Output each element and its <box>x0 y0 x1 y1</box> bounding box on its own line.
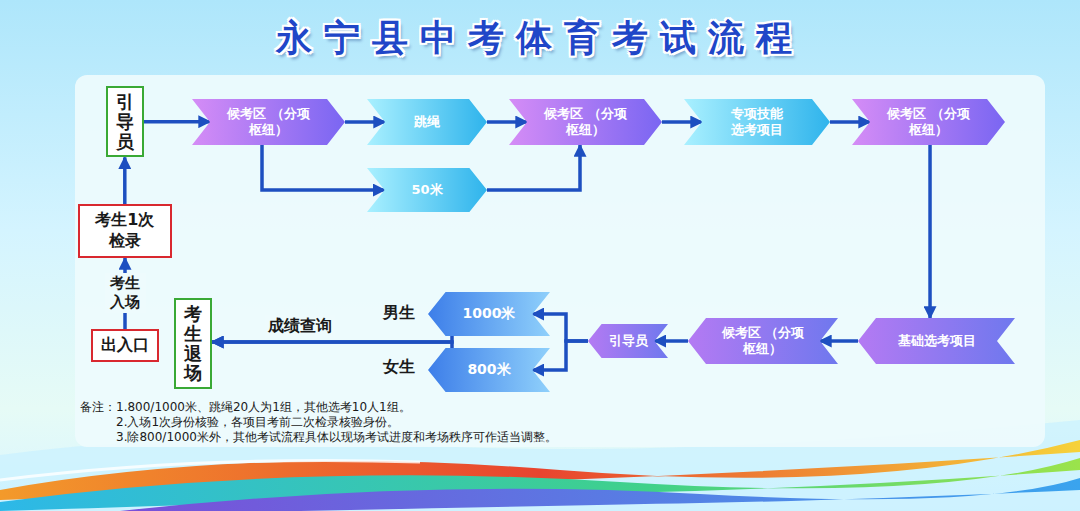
flow-arrow <box>345 120 385 124</box>
chevron-fill <box>858 318 1015 364</box>
node-text: 出入口 <box>101 335 149 356</box>
chevron-fill <box>688 318 838 364</box>
node-text: 1000米 <box>463 305 516 323</box>
node-text: 候考区 （分项枢纽） <box>720 325 806 358</box>
group-label: 男生 <box>383 303 415 324</box>
note-text: 2.入场1次身份核验，各项目考前二次检录核验身份。 <box>116 414 399 431</box>
arrow-box: 候考区 （分项枢纽） <box>852 99 1005 145</box>
group-label: 女生 <box>383 357 415 378</box>
chevron-fill <box>192 99 345 145</box>
flow-arrow <box>830 120 870 124</box>
arrow-box: 跳绳 <box>367 99 487 145</box>
arrow-box: 候考区 （分项枢纽） <box>192 99 345 145</box>
node-text: 候考区 （分项枢纽） <box>886 106 972 139</box>
arrow-box: 1000米 <box>428 292 550 336</box>
arrow-box: 候考区 （分项枢纽） <box>509 99 662 145</box>
note-text: 3.除800/1000米外，其他考试流程具体以现场考试进度和考场秩序可作适当调整… <box>116 429 557 446</box>
process-box: 考生退场 <box>174 298 212 389</box>
flow-arrow <box>928 145 932 318</box>
node-text: 引导员 <box>609 333 648 349</box>
node-text: 考生退场 <box>184 304 202 383</box>
title: 永宁县中考体育考试流程 <box>0 14 1080 63</box>
node-text: 800米 <box>467 361 510 379</box>
node-text: 跳绳 <box>414 114 440 130</box>
flow-arrow <box>662 120 702 124</box>
process-box: 引导员 <box>106 86 144 157</box>
swoosh <box>120 478 1080 511</box>
flow-arrow <box>487 145 580 190</box>
chevron-fill <box>588 324 668 358</box>
arrow-box: 引导员 <box>588 324 668 358</box>
flow-arrow <box>262 145 385 190</box>
flow-arrow <box>820 339 858 343</box>
chevron-fill <box>367 99 487 145</box>
chevron-fill <box>852 99 1005 145</box>
chevron-fill <box>428 348 550 392</box>
process-box: 出入口 <box>91 329 159 362</box>
panel <box>75 75 1045 447</box>
chevron-fill <box>509 99 662 145</box>
arrow-box: 800米 <box>428 348 550 392</box>
node-text: 专项技能 选考项目 <box>727 106 787 139</box>
arrow-box: 基础选考项目 <box>858 318 1015 364</box>
edge-label: 成绩查询 <box>265 315 335 338</box>
chevron-fill <box>428 292 550 336</box>
node-text: 基础选考项目 <box>898 333 976 349</box>
swoosh <box>0 458 1080 511</box>
edge-label: 考生入场 <box>105 273 146 313</box>
node-text: 考生1次 检录 <box>88 210 162 252</box>
node-text: 候考区 （分项枢纽） <box>543 106 629 139</box>
arrow-box: 50米 <box>367 168 487 212</box>
arrow-box: 候考区 （分项枢纽） <box>688 318 838 364</box>
flow-arrow <box>212 342 452 348</box>
swoosh-line <box>0 460 420 480</box>
chevron-fill <box>367 168 487 212</box>
chevron-fill <box>684 99 830 145</box>
flow-arrow <box>144 120 210 124</box>
node-text: 候考区 （分项枢纽） <box>226 106 312 139</box>
flow-arrow <box>123 157 127 204</box>
process-box: 考生1次 检录 <box>78 204 172 258</box>
flow-arrow <box>654 339 688 343</box>
arrow-box: 专项技能 选考项目 <box>684 99 830 145</box>
node-text: 引导员 <box>116 92 134 151</box>
node-text: 50米 <box>411 182 442 198</box>
flow-arrow <box>487 120 527 124</box>
note-text: 备注：1.800/1000米、跳绳20人为1组，其他选考10人1组。 <box>80 399 411 416</box>
